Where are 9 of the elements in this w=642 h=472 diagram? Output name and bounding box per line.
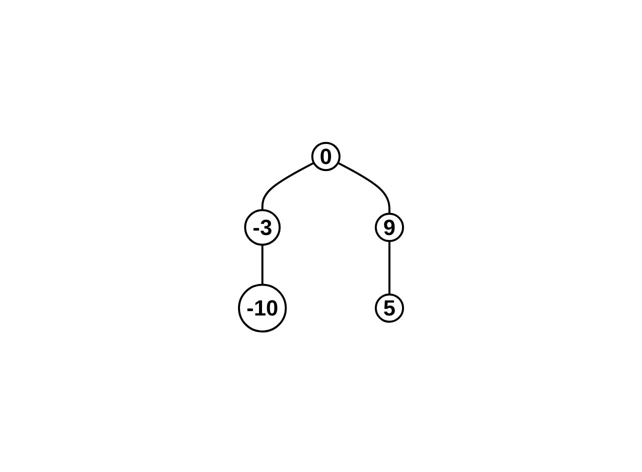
connector: [261, 162, 314, 210]
connector: [261, 244, 264, 285]
node-circle: 5: [374, 294, 404, 323]
node-circle: 9: [374, 213, 404, 242]
connector: [337, 162, 390, 214]
node-circle: -10: [238, 284, 287, 333]
node-circle: -3: [244, 209, 281, 246]
node-circle: 0: [311, 142, 340, 172]
connector: [388, 241, 390, 295]
